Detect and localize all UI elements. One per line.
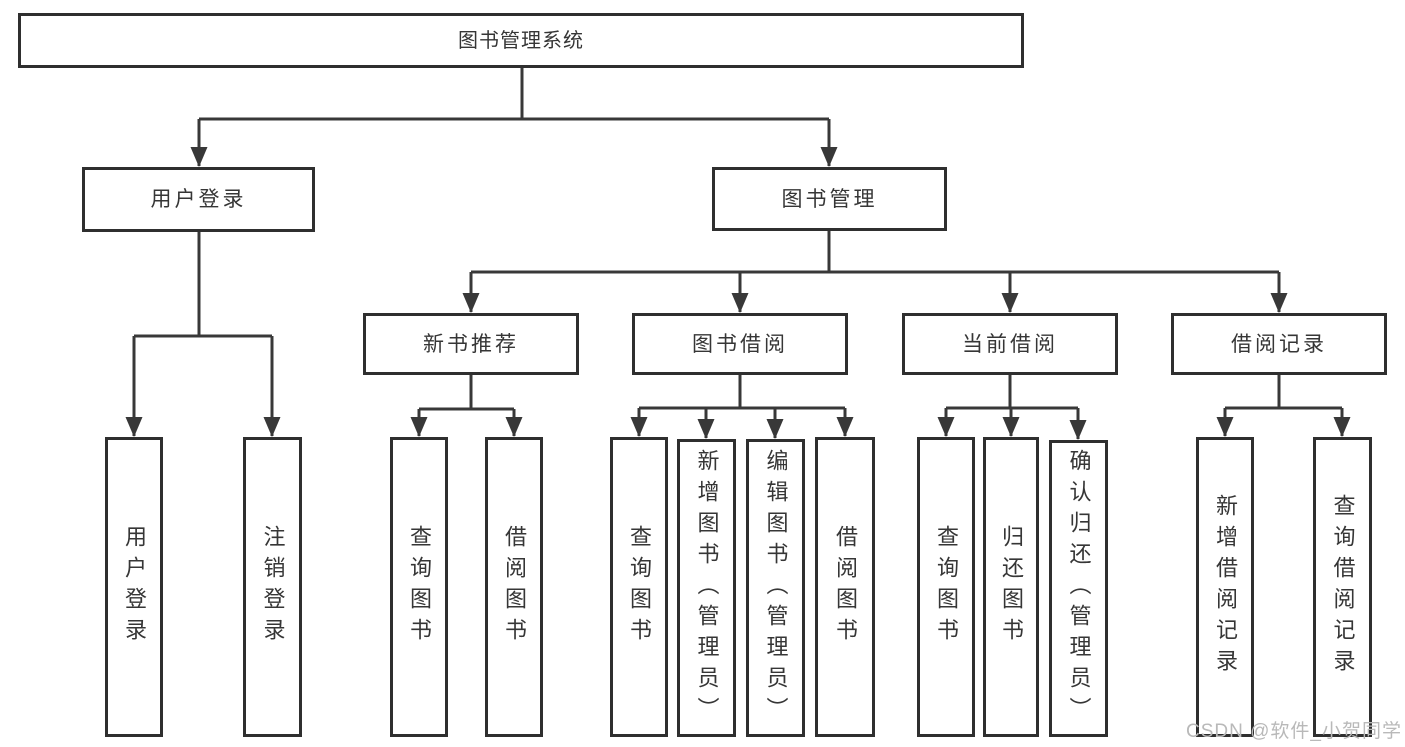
node-borrow-records: 借阅记录 xyxy=(1171,313,1387,375)
leaf-borrow-edit-book-admin: 编辑图书（管理员） xyxy=(746,439,805,737)
node-root-system: 图书管理系统 xyxy=(18,13,1024,68)
leaf-user-login: 用户登录 xyxy=(105,437,163,737)
leaf-logout: 注销登录 xyxy=(243,437,302,737)
leaf-records-add-record: 新增借阅记录 xyxy=(1196,437,1254,737)
node-book-management: 图书管理 xyxy=(712,167,947,231)
leaf-borrow-query-book: 查询图书 xyxy=(610,437,668,737)
node-new-book-recommend: 新书推荐 xyxy=(363,313,579,375)
leaf-current-confirm-return-admin: 确认归还（管理员） xyxy=(1049,440,1108,737)
leaf-current-query-book: 查询图书 xyxy=(917,437,975,737)
node-user-login: 用户登录 xyxy=(82,167,315,232)
node-book-borrow: 图书借阅 xyxy=(632,313,848,375)
leaf-recommend-query-book: 查询图书 xyxy=(390,437,448,737)
csdn-watermark: CSDN @软件_小贺同学 xyxy=(1186,721,1402,742)
leaf-borrow-add-book-admin: 新增图书（管理员） xyxy=(677,439,736,737)
node-current-borrow: 当前借阅 xyxy=(902,313,1118,375)
leaf-recommend-borrow-book: 借阅图书 xyxy=(485,437,543,737)
leaf-current-return-book: 归还图书 xyxy=(983,437,1039,737)
leaf-records-query-record: 查询借阅记录 xyxy=(1313,437,1372,737)
leaf-borrow-borrow-book: 借阅图书 xyxy=(815,437,875,737)
